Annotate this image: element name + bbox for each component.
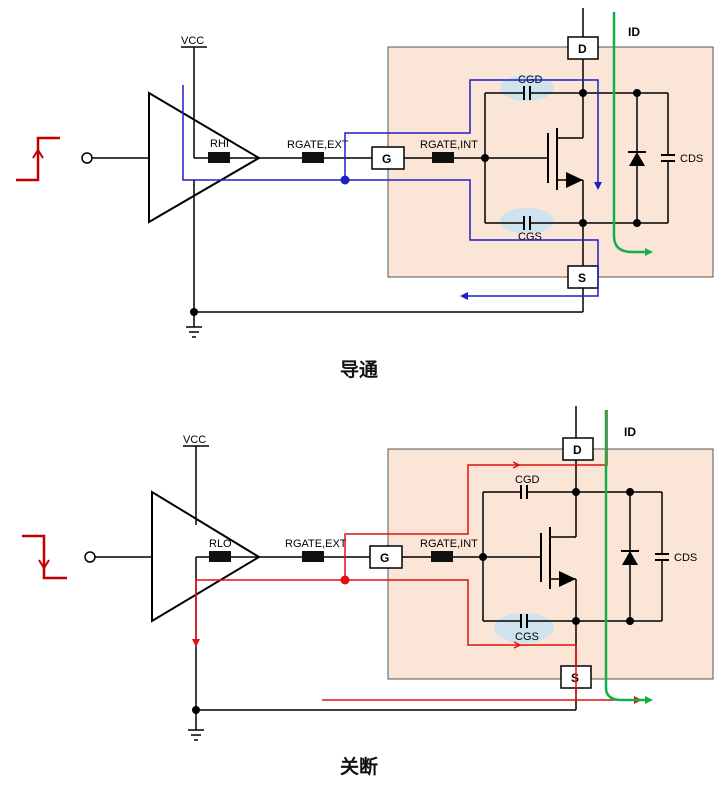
drain-current-path (604, 410, 653, 704)
gate-discharge-path-lower (345, 579, 642, 704)
turn-on-panel: VCC RHI RGATE,EXT G RGATE,INT (16, 8, 714, 381)
cgd-highlight (500, 75, 554, 101)
drain-pin-label: D (573, 443, 582, 457)
drain-pin (562, 437, 594, 461)
id-label: ID (624, 425, 636, 439)
cds-label: CDS (674, 552, 697, 564)
rgate-int-label: RGATE,INT (420, 538, 478, 550)
input-step-rising (16, 136, 60, 182)
turn-off-caption: 关断 (340, 755, 378, 778)
rgate-ext-label: RGATE,EXT (285, 538, 347, 550)
gate-discharge-path-driver (192, 579, 345, 647)
mosfet-body-arrow (559, 571, 576, 587)
input-terminal (84, 551, 96, 563)
rlo-resistor (209, 551, 231, 562)
gate-pin-label: G (380, 551, 389, 565)
rgate-int-resistor (431, 551, 453, 562)
mosfet-body-arrow (566, 172, 583, 188)
rhi-resistor (208, 152, 230, 163)
drain-pin-label: D (578, 42, 587, 56)
cgs-label: CGS (515, 631, 539, 643)
drain-pin (567, 36, 599, 60)
rgate-int-resistor (432, 152, 454, 163)
cgd-label: CGD (515, 474, 540, 486)
cgs-highlight (500, 208, 554, 234)
cgs-label: CGS (518, 231, 542, 243)
body-diode (629, 152, 645, 166)
rgate-int-label: RGATE,INT (420, 139, 478, 151)
cds-label: CDS (680, 153, 703, 165)
gate-charge-path-lower (345, 179, 599, 300)
input-step-falling (22, 534, 67, 580)
rgate-ext-resistor (302, 551, 324, 562)
turn-on-caption: 导通 (340, 359, 379, 381)
rgate-ext-label: RGATE,EXT (287, 139, 349, 151)
rgate-ext-resistor (302, 152, 324, 163)
gate-pin-label: G (382, 152, 391, 166)
rlo-label: RLO (209, 538, 232, 550)
input-terminal (81, 152, 93, 164)
gate-charge-path-upper (182, 79, 602, 190)
body-diode (622, 551, 638, 565)
id-label: ID (628, 25, 640, 39)
drain-current-path (612, 12, 653, 256)
rhi-label: RHI (210, 138, 229, 150)
turn-off-panel: VCC RLO RGATE,EXT G RGATE,INT CGD C (22, 406, 714, 778)
vcc-label: VCC (181, 35, 204, 47)
source-pin-label: S (571, 671, 579, 685)
vcc-label: VCC (183, 434, 206, 446)
source-pin-label: S (578, 271, 586, 285)
